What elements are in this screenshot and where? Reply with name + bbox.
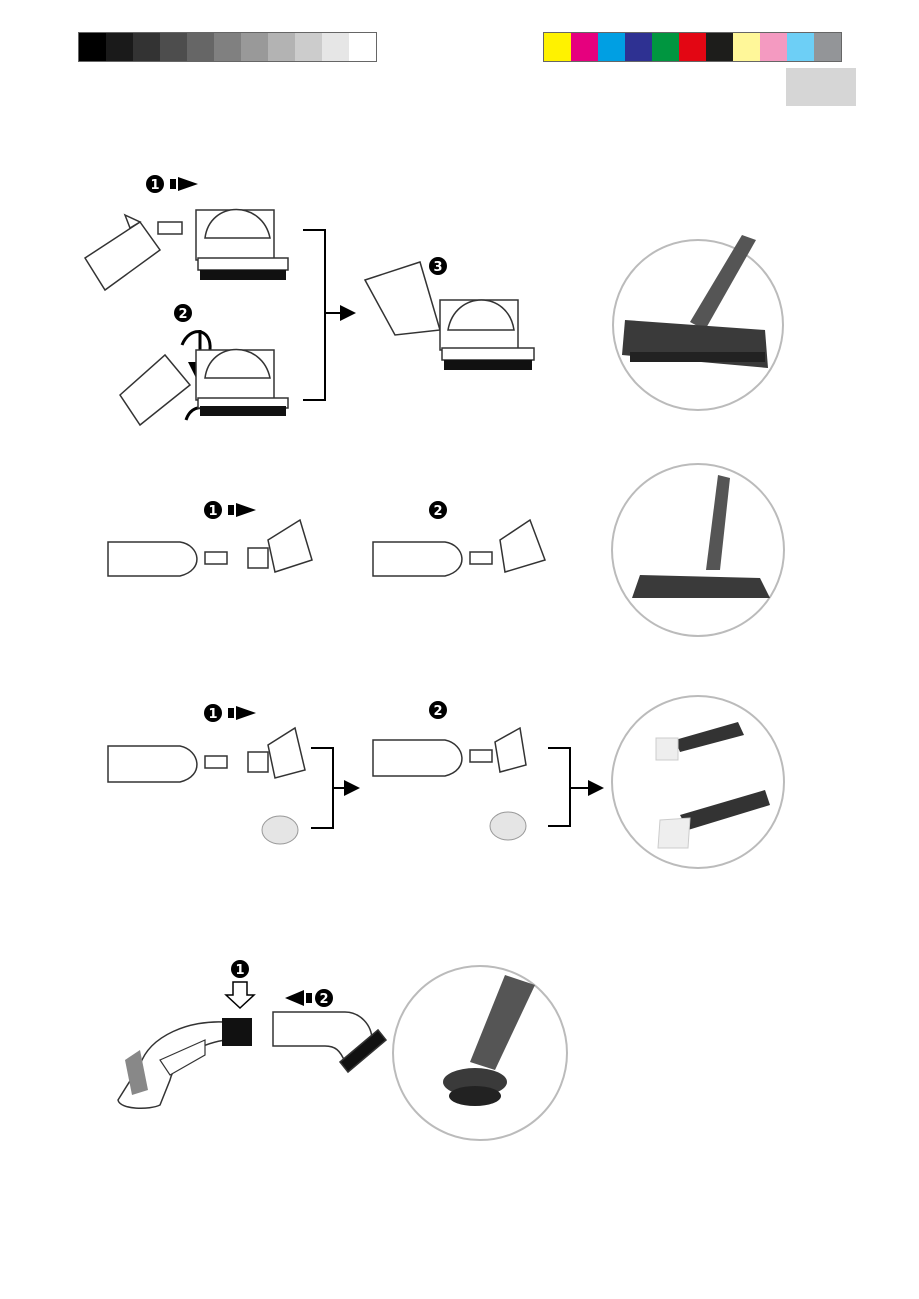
press-down-icon [226,982,254,1008]
row1-nozzle-connector [85,215,182,290]
right-arrow-icon [170,177,198,191]
right-arrow-icon [285,990,312,1006]
row2-step2-badge: 2 [429,501,447,519]
svg-text:1: 1 [235,963,244,978]
row3-bracket-a [311,748,356,828]
row1-photo-circle [613,235,783,410]
row2-photo-circle [612,464,784,636]
row2-nozzle-joined [373,520,545,576]
svg-text:2: 2 [319,992,328,1007]
row1-step1-badge: 1 [146,175,164,193]
svg-text:2: 2 [433,704,442,719]
row4-step2-badge: 2 [315,989,333,1007]
row3-step1-badge: 1 [204,704,222,722]
row1-assembled-brush [365,262,534,370]
right-arrow-icon [228,706,256,720]
row3-photo-circle [612,696,784,868]
svg-text:3: 3 [433,260,442,275]
svg-text:1: 1 [208,707,217,722]
svg-text:2: 2 [433,504,442,519]
row3-step2-badge: 2 [429,701,447,719]
row3-nozzle-joined [373,728,526,776]
row4-photo-circle [393,966,567,1140]
row1-bracket [303,230,352,400]
row1-brush-head-top [196,210,288,281]
row3-cloth-cover [490,812,526,840]
row4-handle-gun [118,1018,252,1108]
right-arrow-icon [228,503,256,517]
row3-bracket-b [548,748,600,826]
row1-brush-head-bottom [196,350,288,417]
row1-step3-badge: 3 [429,257,447,275]
row2-step1-badge: 1 [204,501,222,519]
row2-nozzle-separate [108,520,312,576]
svg-text:1: 1 [208,504,217,519]
row1-nozzle-rotate [120,355,190,425]
row1-step2-badge: 2 [174,304,192,322]
row4-step1-badge: 1 [231,960,249,978]
row3-nozzle-separate [108,728,305,782]
row4-round-brush-accessory [273,1012,386,1072]
svg-text:1: 1 [150,178,159,193]
svg-text:2: 2 [178,307,187,322]
row3-cloth-cover [262,816,298,844]
